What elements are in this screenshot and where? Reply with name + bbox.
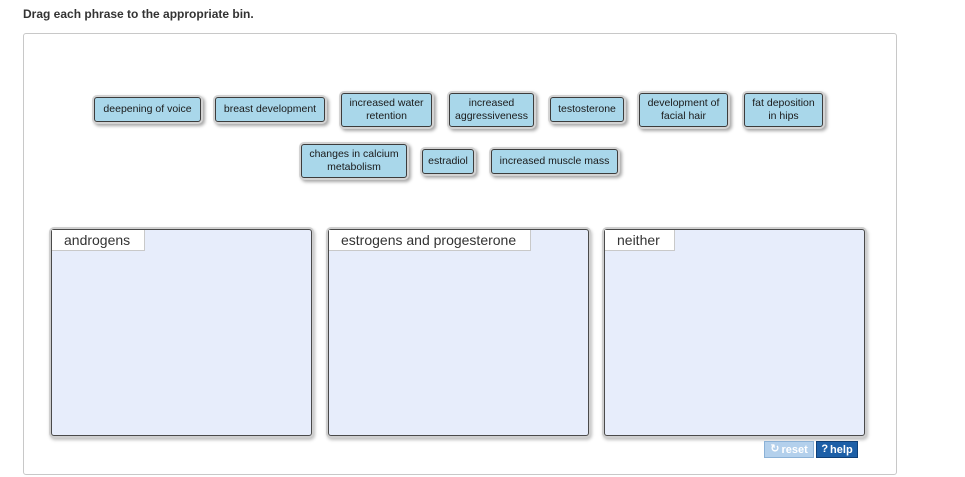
phrase-label: estradiol (428, 155, 468, 167)
phrase-changes-in-calcium-metabolism[interactable]: changes in calcium metabolism (301, 144, 407, 178)
phrase-fat-deposition-in-hips[interactable]: fat deposition in hips (744, 93, 823, 127)
phrase-label-line1: increased (468, 97, 515, 109)
phrase-increased-muscle-mass[interactable]: increased muscle mass (491, 149, 618, 174)
phrase-label: increased muscle mass (499, 155, 610, 167)
question-icon: ? (821, 443, 829, 455)
phrase-breast-development[interactable]: breast development (215, 97, 325, 122)
reset-button[interactable]: ↻ reset (764, 441, 814, 458)
bin-title: estrogens and progesterone (329, 230, 532, 251)
help-button[interactable]: ? help (816, 441, 858, 458)
bin-androgens[interactable]: androgens (51, 229, 312, 436)
phrase-label: testosterone (558, 103, 616, 115)
phrase-label-line2: in hips (768, 110, 799, 122)
phrase-deepening-of-voice[interactable]: deepening of voice (94, 97, 201, 122)
reset-label: reset (781, 443, 808, 456)
phrase-label-line1: fat deposition (752, 97, 815, 109)
phrase-label-line1: development of (647, 97, 720, 109)
phrase-label-line2: aggressiveness (455, 110, 528, 122)
phrase-label-line1: changes in calcium (309, 148, 399, 160)
drag-drop-panel: deepening of voice breast development in… (23, 33, 897, 475)
phrase-label: breast development (223, 103, 317, 115)
refresh-icon: ↻ (770, 443, 780, 455)
bin-title: androgens (52, 230, 146, 251)
bin-title: neither (605, 230, 675, 251)
bin-neither[interactable]: neither (604, 229, 865, 436)
phrase-increased-water-retention[interactable]: increased water retention (341, 93, 432, 127)
phrase-estradiol[interactable]: estradiol (422, 149, 474, 174)
phrase-increased-aggressiveness[interactable]: increased aggressiveness (449, 93, 534, 127)
phrase-label-line1: increased water (349, 97, 424, 109)
phrase-testosterone[interactable]: testosterone (550, 97, 624, 122)
phrase-label-line2: metabolism (327, 161, 381, 173)
phrase-label-line2: retention (366, 110, 407, 122)
phrase-label: deepening of voice (103, 103, 192, 115)
help-label: help (830, 443, 853, 456)
phrase-development-of-facial-hair[interactable]: development of facial hair (639, 93, 728, 127)
bin-estrogens-and-progesterone[interactable]: estrogens and progesterone (328, 229, 589, 436)
phrase-label-line2: facial hair (661, 110, 706, 122)
instructions: Drag each phrase to the appropriate bin. (23, 7, 254, 21)
